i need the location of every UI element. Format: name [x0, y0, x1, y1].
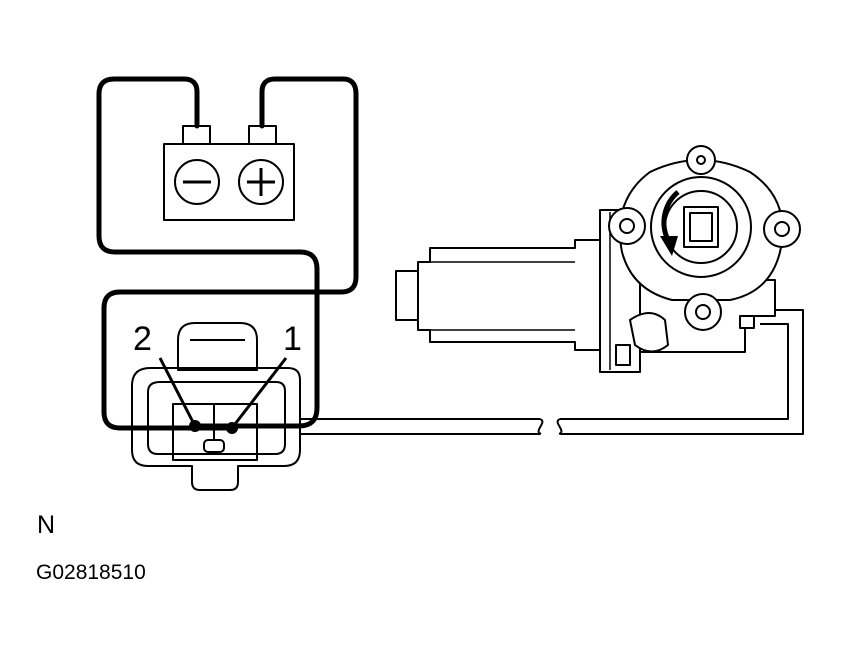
connector-icon — [131, 322, 301, 491]
rotation-arrow-icon — [660, 190, 680, 256]
figure-id: G02818510 — [36, 561, 146, 584]
pin-2-label: 2 — [133, 320, 152, 358]
window-motor-icon — [395, 145, 801, 373]
battery-icon — [163, 125, 295, 221]
wiring — [96, 76, 804, 435]
pin-1-label: 1 — [283, 320, 302, 358]
diagram-caption: N — [37, 511, 56, 539]
